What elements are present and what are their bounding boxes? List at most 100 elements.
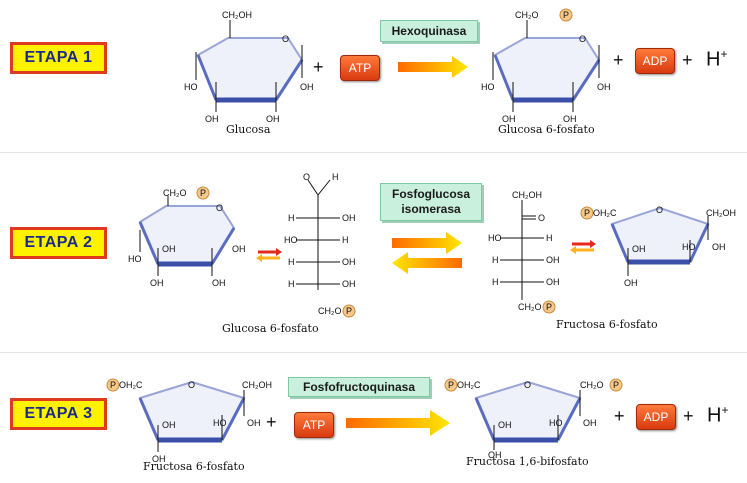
g6p2-o: O	[216, 203, 223, 213]
enzyme-hexoquinasa: Hexoquinasa	[380, 20, 478, 42]
f6p2-oh3: OH	[624, 278, 638, 288]
fbp-p1: P	[448, 380, 454, 390]
equilibrium-small-right	[570, 240, 596, 254]
fc-ch2o: CH₂O	[518, 302, 542, 312]
g1-o: O	[282, 34, 289, 44]
atp-pill-3: ATP	[294, 412, 334, 438]
f6p3-p: P	[110, 380, 116, 390]
enzyme-line-1: Fosfoglucosa	[391, 187, 470, 201]
glucosa-6p-label-2: Glucosa 6-fosfato	[222, 322, 319, 335]
plus-1a: +	[313, 57, 324, 77]
glucosa-label: Glucosa	[226, 123, 271, 136]
g6p1-oh3: OH	[597, 82, 611, 92]
f6p2-o: O	[656, 205, 663, 215]
equilibrium-arrows-big	[392, 232, 462, 274]
g6p2-p: P	[200, 188, 206, 198]
fructosa-6p-ring-3: P OH₂C O CH₂OH HO OH OH OH	[106, 378, 272, 464]
divider-2	[0, 352, 747, 353]
divider-1	[0, 152, 747, 153]
g6p2-oh3: OH	[212, 278, 226, 288]
f6p3-ch2oh: CH₂OH	[242, 380, 272, 390]
stage-1-label: ETAPA 1	[10, 42, 107, 74]
gc-h1: H	[332, 172, 339, 182]
f6p2-oh1: OH	[712, 242, 726, 252]
h-ion-1: H+	[706, 47, 728, 71]
glucosa-6p-ring-1: CH₂O P O HO OH OH OH	[481, 8, 611, 124]
gc-o: O	[303, 172, 310, 182]
fc-oh1: OH	[546, 255, 560, 265]
g6p1-oh2: OH	[563, 114, 577, 124]
f6p2-p: P	[584, 208, 590, 218]
f6p3-oh1: OH	[247, 418, 261, 428]
enzyme-fosfofructoquinasa: Fosfofructoquinasa	[288, 377, 430, 397]
glucosa-open-chain: O H H OH HO H H OH H OH CH₂O P	[284, 172, 356, 318]
glucosa-ring: CH₂OH O HO OH OH OH	[184, 10, 314, 124]
enzyme-fosfoglucosa-isomerasa: Fosfoglucosa isomerasa	[380, 183, 482, 221]
gc-ch2o: CH₂O	[318, 306, 342, 316]
fc-oh2: OH	[546, 277, 560, 287]
fructosa-16bp-ring: P OH₂C O CH₂O P HO OH OH OH	[444, 378, 623, 460]
fc-h3: H	[492, 277, 499, 287]
gc-oh1: OH	[342, 213, 356, 223]
adp-pill-3: ADP	[636, 404, 676, 430]
fbp-ho: HO	[549, 418, 563, 428]
fbp-oh2: OH	[498, 420, 512, 430]
fbp-oh1: OH	[583, 418, 597, 428]
fc-ho: HO	[488, 233, 502, 243]
fc-p: P	[546, 302, 552, 312]
g1-oh1: OH	[205, 114, 219, 124]
g6p2-ch2o: CH₂O	[163, 188, 187, 198]
gc-h4: H	[288, 257, 295, 267]
fructosa-open-chain: CH₂OH O HO H H OH H OH CH₂O P	[488, 190, 560, 314]
fbp-oh2c: OH₂C	[457, 380, 481, 390]
f6p3-oh2: OH	[162, 420, 176, 430]
g1-ho: HO	[184, 82, 198, 92]
equilibrium-small-left	[256, 248, 282, 262]
gc-h5: H	[288, 279, 295, 289]
stage-2-label: ETAPA 2	[10, 227, 107, 259]
gc-ho: HO	[284, 235, 298, 245]
g1-oh2: OH	[266, 114, 280, 124]
g6p1-p: P	[563, 10, 569, 20]
glucosa-6p-label-1: Glucosa 6-fosfato	[498, 123, 595, 136]
fbp-oh3: OH	[488, 450, 502, 460]
h-ion-3: H+	[707, 403, 729, 427]
f6p2-ch2oh: CH₂OH	[706, 208, 736, 218]
plus-3b: +	[614, 406, 625, 426]
g6p2-oh2: OH	[150, 278, 164, 288]
f6p3-ho: HO	[213, 418, 227, 428]
fructosa-16bp-label: Fructosa 1,6-bifosfato	[466, 455, 589, 468]
fc-h1: H	[546, 233, 553, 243]
plus-1c: +	[682, 50, 693, 70]
gc-h2: H	[288, 213, 295, 223]
f6p2-ho: HO	[682, 242, 696, 252]
fbp-ch2o: CH₂O	[580, 380, 604, 390]
fructosa-6p-label-2: Fructosa 6-fosfato	[556, 318, 658, 331]
g6p1-ho: HO	[481, 82, 495, 92]
g6p2-ho: HO	[128, 254, 142, 264]
fructosa-6p-ring-2: P OH₂C O CH₂OH HO OH OH OH	[580, 205, 736, 288]
gc-h3: H	[342, 235, 349, 245]
fc-o: O	[538, 213, 545, 223]
f6p2-oh2c: OH₂C	[593, 208, 617, 218]
f6p3-oh3: OH	[152, 454, 166, 464]
g1-ch2oh: CH₂OH	[222, 10, 252, 20]
glucosa-6p-ring-2: CH₂O P O HO OH OH OH OH	[128, 186, 246, 288]
fructosa-6p-label-3: Fructosa 6-fosfato	[143, 460, 245, 473]
f6p3-o: O	[188, 380, 195, 390]
fc-ch2oh: CH₂OH	[512, 190, 542, 200]
g6p2-oh1: OH	[162, 244, 176, 254]
f6p2-oh2: OH	[632, 244, 646, 254]
reaction-arrow-3	[346, 410, 450, 436]
gc-oh2: OH	[342, 257, 356, 267]
g6p1-oh1: OH	[502, 114, 516, 124]
adp-pill-1: ADP	[635, 48, 675, 74]
atp-pill-1: ATP	[340, 55, 380, 81]
g6p1-o: O	[579, 34, 586, 44]
plus-3a: +	[266, 412, 277, 432]
f6p3-oh2c: OH₂C	[119, 380, 143, 390]
g6p1-ch2o: CH₂O	[515, 10, 539, 20]
stage-3-label: ETAPA 3	[10, 398, 107, 430]
gc-oh3: OH	[342, 279, 356, 289]
